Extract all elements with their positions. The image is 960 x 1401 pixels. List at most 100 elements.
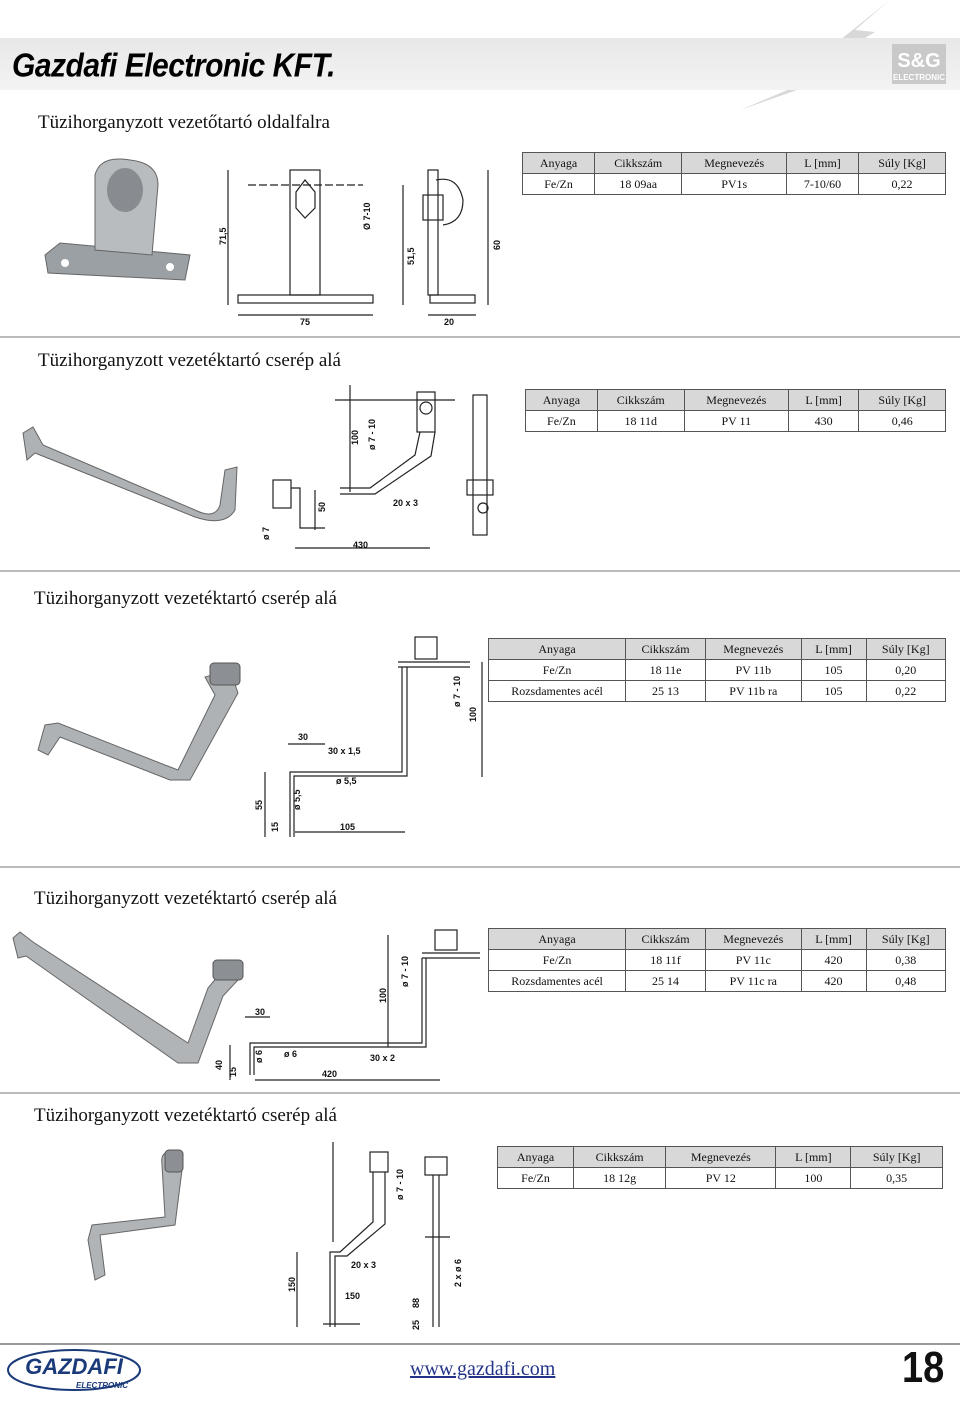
product-photo-pv11b [37,662,241,781]
cell: 0,22 [865,680,946,702]
section-divider [0,866,960,868]
logo-text-top: S&G [897,50,940,72]
cell: 100 [775,1167,852,1189]
cell: 25 13 [625,680,706,702]
cell: Fe/Zn [525,410,598,432]
cell: 105 [800,659,867,681]
cell: 18 11f [625,949,706,971]
dim-label: ø 7 - 10 [452,676,462,707]
product-photo-pv11 [22,426,238,522]
section-divider [0,336,960,338]
dim-label: 15 [270,822,280,832]
technical-drawing-pv11: 100 ø 7 - 10 50 20 x 3 ø 7 430 [261,385,494,550]
cell: Rozsdamentes acél [487,680,627,702]
cell: 105 [800,680,867,702]
company-name: Gazdafi Electronic KFT. [12,48,336,85]
cell: PV 11c ra [704,970,802,992]
dim-label: 20 [444,317,454,327]
dim-label: 420 [322,1069,337,1079]
cell: Fe/Zn [487,949,627,971]
col-header: Cikkszám [573,1146,667,1168]
cell: PV 11b ra [704,680,802,702]
col-header: L [mm] [787,389,860,411]
dim-label: 40 [214,1060,224,1070]
cell: 420 [800,949,867,971]
dim-label: ø 7 [261,527,271,540]
col-header: Megnevezés [681,152,787,174]
section-divider [0,570,960,572]
col-header: Anyaga [521,152,596,174]
dim-label: 105 [340,822,355,832]
col-header: Cikkszám [594,152,683,174]
dim-label: ø 6 [284,1049,297,1059]
table-header-row: Anyaga Cikkszám Megnevezés L [mm] Súly [… [521,152,946,174]
table-header-row: Anyaga Cikkszám Megnevezés L [mm] Súly [… [487,928,946,950]
cell: 0,20 [865,659,946,681]
product-photo-pv12 [87,1149,184,1281]
dim-label: 100 [350,430,360,445]
cell: PV 11c [704,949,802,971]
table-row: Fe/Zn 18 09aa PV1s 7-10/60 0,22 [521,173,946,195]
col-header: Megnevezés [665,1146,777,1168]
cell: 0,22 [858,173,946,195]
section-5-title: Tüzihorganyzott vezetéktartó cserép alá [34,1105,337,1126]
logo-text-bottom: ELECTRONIC [893,73,945,82]
dim-label: 55 [254,800,264,810]
product-photo-pv11c [12,931,244,1064]
dim-label: 150 [345,1291,360,1301]
cell: 18 11d [596,410,685,432]
cell: 18 12g [573,1167,667,1189]
section-2-title: Tüzihorganyzott vezetéktartó cserép alá [38,350,341,371]
dim-label: 88 [411,1298,421,1308]
page-number: 18 [902,1344,945,1393]
cell: PV 12 [665,1167,777,1189]
col-header: Súly [Kg] [865,638,946,660]
col-header: L [mm] [775,1146,852,1168]
technical-drawing-pv12: ø 7 - 10 20 x 3 150 150 2 x ø 6 25 88 [287,1142,463,1330]
section-4-title: Tüzihorganyzott vezetéktartó cserép alá [34,888,337,909]
table-header-row: Anyaga Cikkszám Megnevezés L [mm] Súly [… [487,638,946,660]
col-header: Cikkszám [625,928,706,950]
website-link[interactable]: www.gazdafi.com [410,1358,556,1380]
cell: Fe/Zn [496,1167,575,1189]
gazdafi-logo: GAZDAFI ELECTRONIC [7,1349,141,1391]
dim-label: 2 x ø 6 [453,1259,463,1287]
dim-label: ø 5,5 [336,776,357,786]
logo-sub-text: ELECTRONIC [76,1381,128,1390]
dim-label: 100 [378,988,388,1003]
cell: PV1s [681,173,787,195]
table-row: Fe/Zn 18 11e PV 11b 105 0,20 [487,659,946,681]
col-header: Cikkszám [596,389,685,411]
table-header-row: Anyaga Cikkszám Megnevezés L [mm] Súly [… [525,389,946,411]
cell: PV 11b [704,659,802,681]
col-header: Súly [Kg] [858,389,946,411]
col-header: L [mm] [800,638,867,660]
col-header: Megnevezés [704,928,802,950]
dim-label: 51,5 [406,247,416,265]
col-header: L [mm] [800,928,867,950]
dim-label: 150 [287,1277,297,1292]
cell: 0,48 [865,970,946,992]
dim-label: ø 6 [254,1050,264,1063]
dim-label: 15 [228,1067,238,1077]
section-3-spec-table: Anyaga Cikkszám Megnevezés L [mm] Súly [… [487,638,946,702]
col-header: Anyaga [496,1146,575,1168]
dim-label: 50 [317,502,327,512]
col-header: Súly [Kg] [865,928,946,950]
col-header: L [mm] [785,152,860,174]
technical-drawing-pv11c: ø 7 - 10 100 30 40 15 ø 6 ø 6 30 x 2 420 [214,929,480,1081]
cell: Fe/Zn [487,659,627,681]
section-divider [0,1092,960,1094]
table-row: Rozsdamentes acél 25 13 PV 11b ra 105 0,… [487,680,946,702]
technical-drawing-pv1s: 71,5 Ø 7-10 51,5 60 75 20 [218,169,502,327]
sg-electronic-logo: S&G ELECTRONIC [892,44,946,84]
dim-label: 30 x 1,5 [328,746,361,756]
cell: 420 [800,970,867,992]
cell: 25 14 [625,970,706,992]
cell: 18 09aa [594,173,683,195]
table-row: Fe/Zn 18 12g PV 12 100 0,35 [496,1167,943,1189]
section-1-spec-table: Anyaga Cikkszám Megnevezés L [mm] Súly [… [521,152,946,195]
dim-label: 30 x 2 [370,1053,395,1063]
dim-label: 30 [298,732,308,742]
col-header: Anyaga [487,928,627,950]
